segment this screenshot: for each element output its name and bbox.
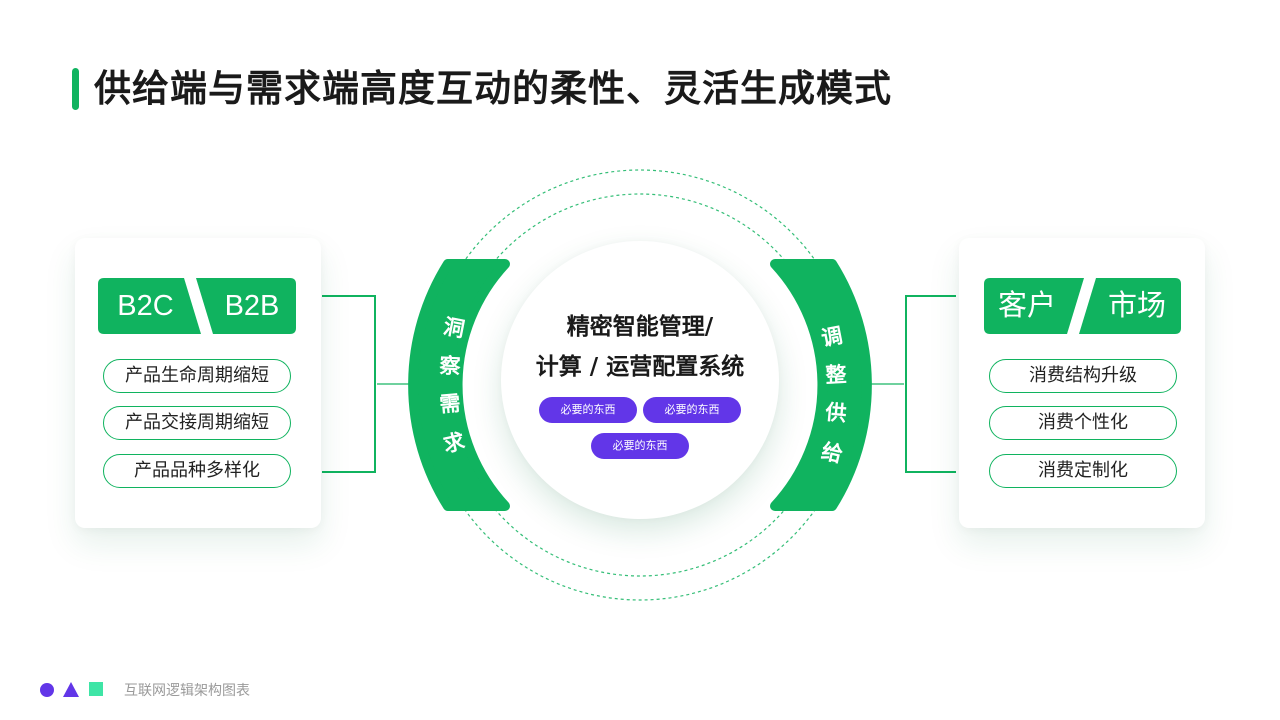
list-item: 消费定制化 [989, 454, 1177, 488]
center-title: 精密智能管理/ 计算 / 运营配置系统 [501, 307, 779, 387]
right-bracket [905, 295, 956, 473]
center-title-line2: 计算 / 运营配置系统 [535, 354, 745, 380]
tag-customer: 客户 [984, 278, 1084, 334]
list-item: 产品生命周期缩短 [103, 359, 291, 393]
left-arc-char: 需 [438, 391, 462, 417]
page-title: 供给端与需求端高度互动的柔性、灵活生成模式 [94, 67, 892, 110]
left-arc-char: 洞 [441, 314, 467, 342]
footer-shapes [40, 682, 103, 697]
footer-caption: 互联网逻辑架构图表 [124, 683, 250, 699]
list-item: 消费结构升级 [989, 359, 1177, 393]
right-arc-band [770, 259, 872, 511]
right-arc-char: 调 [819, 323, 845, 351]
left-card: B2C B2B 产品生命周期缩短 产品交接周期缩短 产品品种多样化 [75, 238, 321, 528]
center-title-line1: 精密智能管理/ [566, 314, 714, 340]
badge: 必要的东西 [643, 397, 741, 423]
right-card: 客户 市场 消费结构升级 消费个性化 消费定制化 [959, 238, 1205, 528]
tag-b2b: B2B [196, 278, 296, 334]
list-item: 产品品种多样化 [103, 454, 291, 488]
circle-icon [40, 683, 54, 697]
list-item: 产品交接周期缩短 [103, 406, 291, 440]
right-arc-char: 整 [824, 362, 848, 388]
badge: 必要的东西 [539, 397, 637, 423]
tag-b2c-label: B2C [117, 290, 174, 322]
right-arc-char: 供 [824, 400, 848, 426]
left-arc-band [408, 259, 510, 511]
badge: 必要的东西 [591, 433, 689, 459]
title-accent-bar [72, 68, 79, 110]
left-arc-char: 察 [438, 353, 462, 379]
tag-market-label: 市场 [1107, 290, 1166, 322]
tag-b2c: B2C [98, 278, 201, 334]
tag-b2b-label: B2B [224, 290, 280, 322]
center-circle: 精密智能管理/ 计算 / 运营配置系统 必要的东西 必要的东西 必要的东西 [501, 241, 779, 519]
square-icon [89, 682, 103, 696]
tag-customer-label: 客户 [997, 290, 1056, 322]
list-item: 消费个性化 [989, 406, 1177, 440]
tag-market: 市场 [1079, 278, 1181, 334]
left-bracket [322, 295, 376, 473]
triangle-icon [63, 682, 79, 697]
